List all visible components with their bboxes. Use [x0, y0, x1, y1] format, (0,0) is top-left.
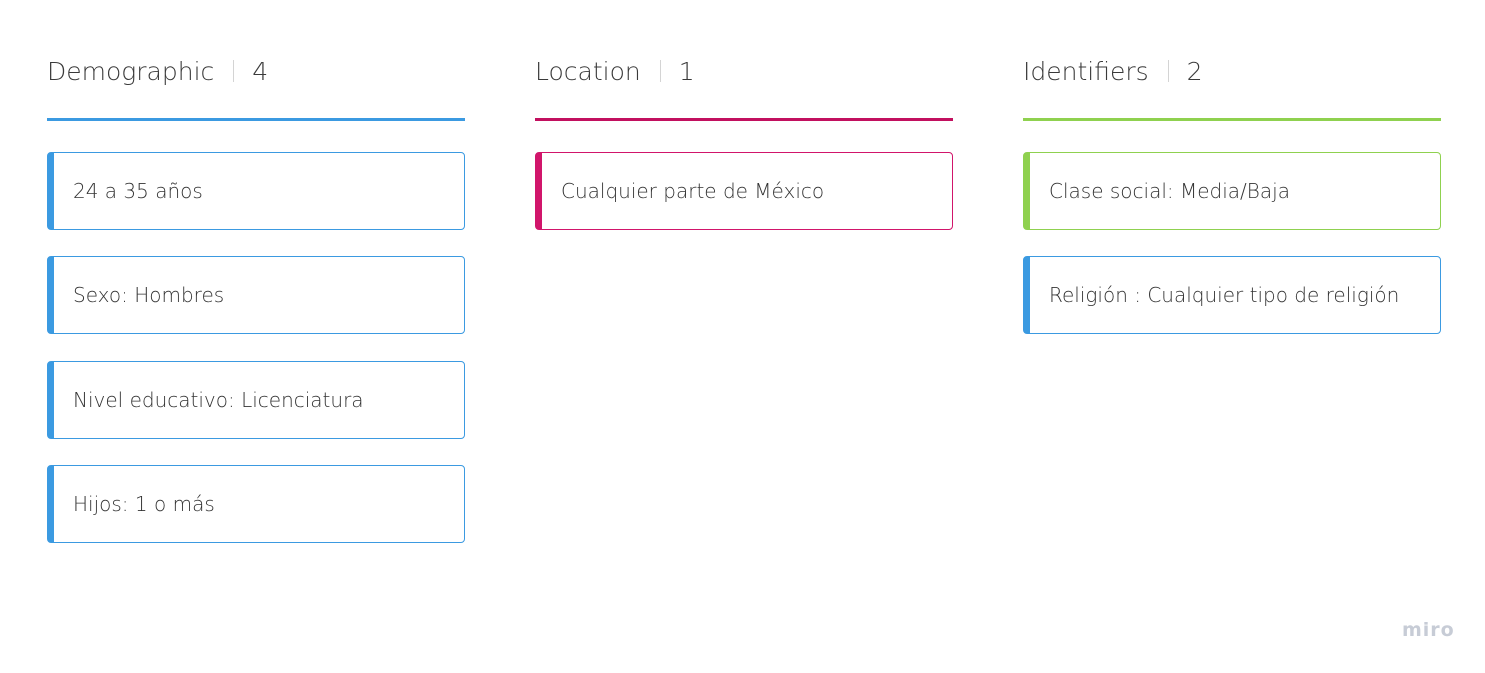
header-divider: [1167, 60, 1169, 82]
column-header[interactable]: Location 1: [535, 52, 695, 90]
card-text: Nivel educativo: Licenciatura: [73, 388, 364, 412]
column-count: 2: [1186, 56, 1203, 86]
card-text: Clase social: Media/Baja: [1049, 179, 1290, 203]
column-title: Identifiers: [1023, 56, 1149, 86]
column-underline: [1023, 118, 1441, 121]
column-title: Demographic: [47, 56, 215, 86]
column-count: 1: [678, 56, 695, 86]
column-header[interactable]: Demographic 4: [47, 52, 268, 90]
column-title: Location: [535, 56, 641, 86]
column-underline: [535, 118, 953, 121]
column-count: 4: [252, 56, 269, 86]
card[interactable]: Nivel educativo: Licenciatura: [47, 361, 465, 439]
column-header[interactable]: Identifiers 2: [1023, 52, 1203, 90]
card[interactable]: Sexo: Hombres: [47, 256, 465, 334]
header-divider: [659, 60, 661, 82]
card-text: Religión : Cualquier tipo de religión: [1049, 283, 1400, 307]
card-text: Hijos: 1 o más: [73, 492, 215, 516]
card[interactable]: Clase social: Media/Baja: [1023, 152, 1441, 230]
card[interactable]: Religión : Cualquier tipo de religión: [1023, 256, 1441, 334]
card-text: Cualquier parte de México: [561, 179, 825, 203]
card-text: Sexo: Hombres: [73, 283, 225, 307]
card[interactable]: Cualquier parte de México: [535, 152, 953, 230]
card[interactable]: Hijos: 1 o más: [47, 465, 465, 543]
header-divider: [233, 60, 235, 82]
column-underline: [47, 118, 465, 121]
card[interactable]: 24 a 35 años: [47, 152, 465, 230]
card-text: 24 a 35 años: [73, 179, 203, 203]
miro-logo: miro: [1402, 619, 1455, 641]
